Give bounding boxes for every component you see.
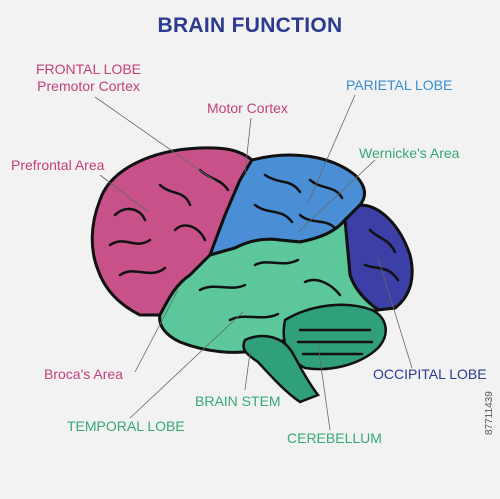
- label-occipital-lobe: OCCIPITAL LOBE: [373, 366, 487, 382]
- label-cerebellum: CEREBELLUM: [287, 430, 382, 446]
- label-temporal-lobe: TEMPORAL LOBE: [67, 418, 185, 434]
- label-motor-cortex: Motor Cortex: [207, 100, 288, 116]
- cerebellum-region: [282, 303, 387, 371]
- label-premotor-cortex: Premotor Cortex: [37, 78, 140, 94]
- leader-lines: [94, 94, 413, 431]
- label-prefrontal-area: Prefrontal Area: [11, 157, 105, 173]
- label-parietal-lobe: PARIETAL LOBE: [346, 77, 453, 93]
- diagram-title: BRAIN FUNCTION: [157, 14, 343, 37]
- gyri-lines: [108, 168, 400, 356]
- label-frontal-lobe-group: FRONTAL LOBE Premotor Cortex: [36, 61, 141, 95]
- label-frontal-lobe: FRONTAL LOBE: [36, 61, 142, 77]
- brain-stem-region: [242, 334, 321, 404]
- label-brain-stem: BRAIN STEM: [195, 393, 281, 409]
- label-wernickes-area: Wernicke's Area: [359, 145, 460, 161]
- label-brocas-area: Broca's Area: [44, 366, 123, 382]
- stock-id-watermark: 87711439: [484, 391, 495, 435]
